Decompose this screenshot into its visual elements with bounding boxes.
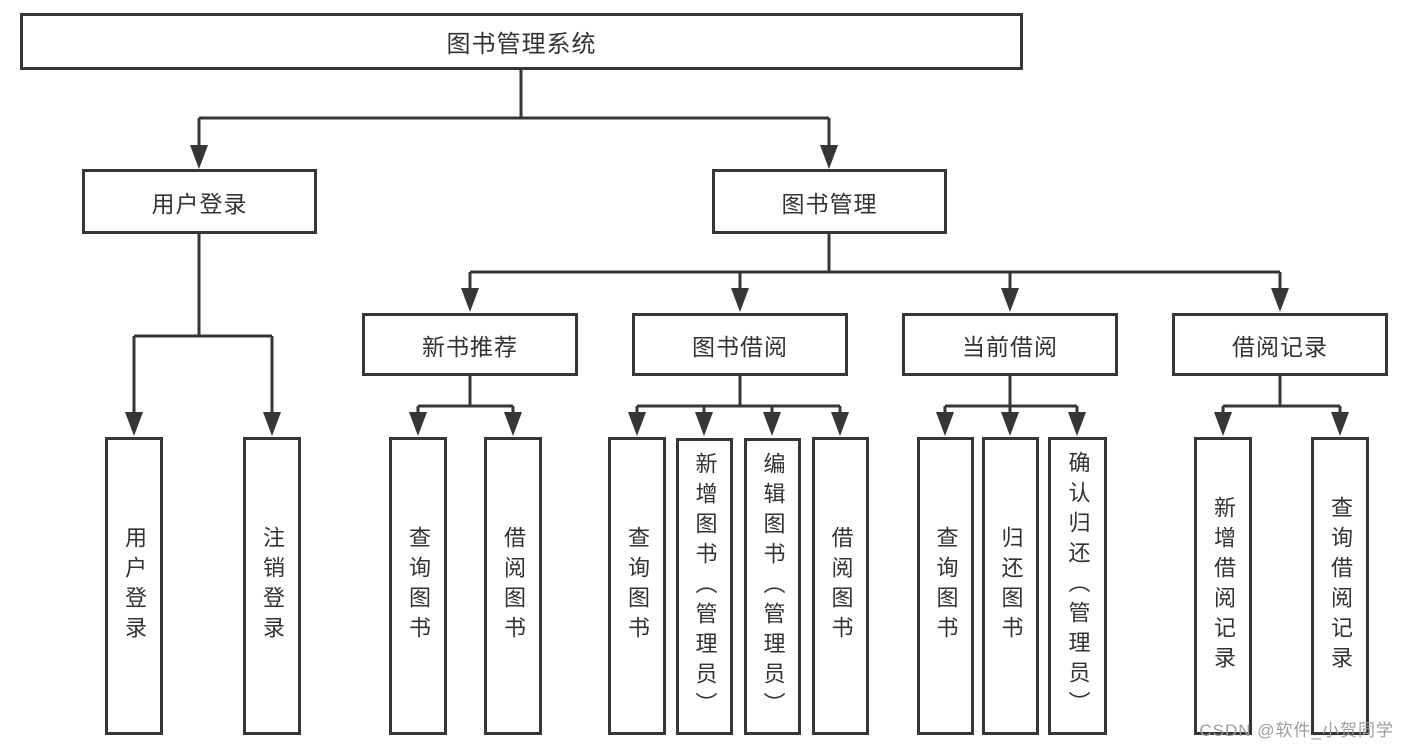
leaf-label: 用户登录	[122, 526, 147, 646]
leaf-label: 编辑图书（管理员）	[760, 451, 786, 722]
node-label: 新书推荐	[422, 333, 518, 360]
leaf-borrow-books-1: 借阅图书	[484, 437, 542, 735]
leaf-confirm-return-admin: 确认归还（管理员）	[1048, 437, 1107, 735]
node-label: 用户登录	[151, 190, 248, 217]
node-current-borrowing: 当前借阅	[902, 313, 1118, 376]
leaf-return-books: 归还图书	[982, 437, 1039, 735]
watermark: CSDN @软件_小贺同学	[1199, 721, 1394, 740]
leaf-label: 借阅图书	[501, 526, 526, 646]
leaf-edit-books-admin: 编辑图书（管理员）	[744, 438, 801, 735]
leaf-label: 查询图书	[625, 526, 650, 646]
node-book-management: 图书管理	[712, 169, 947, 234]
node-book-borrowing: 图书借阅	[632, 313, 848, 376]
leaf-label: 确认归还（管理员）	[1065, 451, 1091, 721]
node-library-management-system: 图书管理系统	[20, 13, 1023, 70]
node-label: 借阅记录	[1232, 333, 1328, 360]
leaf-label: 查询图书	[406, 526, 431, 646]
leaf-label: 新增借阅记录	[1211, 496, 1236, 676]
leaf-label: 注销登录	[260, 526, 285, 646]
node-user-login: 用户登录	[82, 169, 317, 234]
leaf-user-login: 用户登录	[105, 437, 163, 735]
leaf-label: 查询借阅记录	[1328, 496, 1353, 676]
leaf-label: 借阅图书	[828, 526, 854, 646]
node-label: 图书管理	[781, 190, 878, 217]
leaf-query-borrow-record: 查询借阅记录	[1311, 437, 1369, 735]
leaf-query-books-1: 查询图书	[389, 437, 447, 735]
leaf-logout-login: 注销登录	[243, 437, 301, 735]
leaf-label: 归还图书	[998, 526, 1024, 646]
leaf-borrow-books-2: 借阅图书	[812, 437, 869, 735]
node-label: 当前借阅	[962, 333, 1058, 360]
leaf-label: 新增图书（管理员）	[692, 451, 718, 722]
leaf-query-books-3: 查询图书	[917, 437, 974, 735]
leaf-add-borrow-record: 新增借阅记录	[1194, 437, 1252, 735]
node-label: 图书管理系统	[446, 31, 597, 58]
leaf-query-books-2: 查询图书	[608, 437, 666, 735]
node-borrowing-records: 借阅记录	[1172, 313, 1388, 376]
node-label: 图书借阅	[692, 333, 788, 360]
leaf-add-books-admin: 新增图书（管理员）	[676, 438, 733, 735]
leaf-label: 查询图书	[933, 526, 959, 646]
node-new-book-recommendation: 新书推荐	[362, 313, 578, 376]
